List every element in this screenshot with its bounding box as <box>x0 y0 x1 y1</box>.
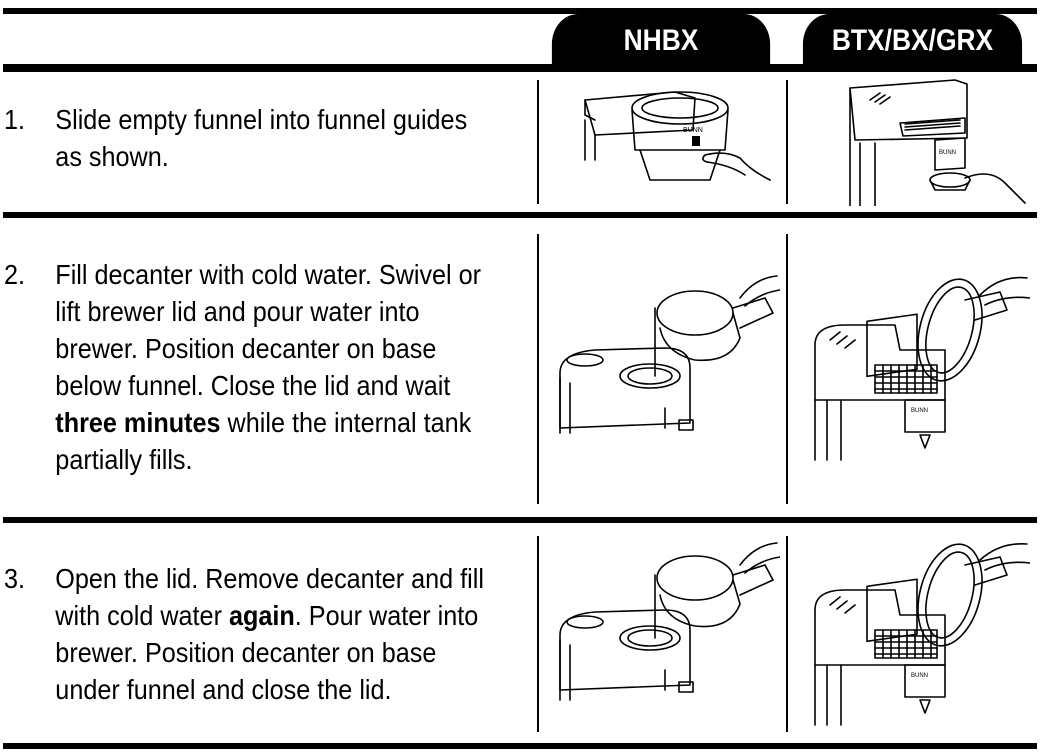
pour-water-illustration: BUNN <box>814 543 1030 726</box>
step-line: as shown. <box>55 141 169 172</box>
pour-water-illustration: BUNN <box>814 276 1030 461</box>
step-text-emphasis: three minutes <box>55 407 221 438</box>
step-text: Fill decanter with cold water. Swivel or… <box>55 256 505 478</box>
step-text-part: while the internal tank partially fills. <box>55 407 472 475</box>
header-rule <box>3 64 1037 72</box>
brewer-funnel-slide-illustration: BUNN <box>849 79 1026 206</box>
svg-text:BUNN: BUNN <box>911 673 928 679</box>
column-divider <box>786 234 788 504</box>
bottom-rule <box>3 743 1037 749</box>
svg-text:BUNN: BUNN <box>939 150 956 156</box>
column-divider <box>537 234 539 504</box>
top-rule <box>3 8 1037 14</box>
column-divider <box>786 536 788 732</box>
column-header-nhbx: NHBX <box>551 14 771 68</box>
step-text-part: Open the lid. Remove decanter and fill w… <box>55 563 484 631</box>
step-text: Open the lid. Remove decanter and fill w… <box>55 560 496 708</box>
column-divider <box>537 80 539 204</box>
step-text-part: Fill decanter with cold water. Swivel or… <box>55 259 482 401</box>
svg-text:BUNN: BUNN <box>683 127 703 134</box>
step-text: Slide empty funnel into funnel guides as… <box>55 101 541 175</box>
step-number: 3. <box>4 563 26 594</box>
step-line: Slide empty funnel into funnel guides <box>55 104 468 135</box>
step-text-part: . Pour water into brewer. Position decan… <box>55 600 479 705</box>
step-number: 1. <box>4 104 26 135</box>
step-text-emphasis: again <box>228 600 295 631</box>
step-number: 2. <box>4 259 26 290</box>
column-divider <box>786 80 788 204</box>
column-header-btx-bx-grx: BTX/BX/GRX <box>802 14 1023 68</box>
grid-pattern <box>874 629 938 659</box>
row-separator-2 <box>3 517 1037 523</box>
pour-water-illustration <box>559 542 780 701</box>
brewer-funnel-slide-illustration: BUNN <box>584 91 771 181</box>
row-separator-1 <box>3 212 1037 218</box>
pour-water-illustration <box>559 275 780 434</box>
column-divider <box>537 536 539 732</box>
grid-pattern <box>874 364 938 394</box>
svg-text:BUNN: BUNN <box>911 408 928 414</box>
